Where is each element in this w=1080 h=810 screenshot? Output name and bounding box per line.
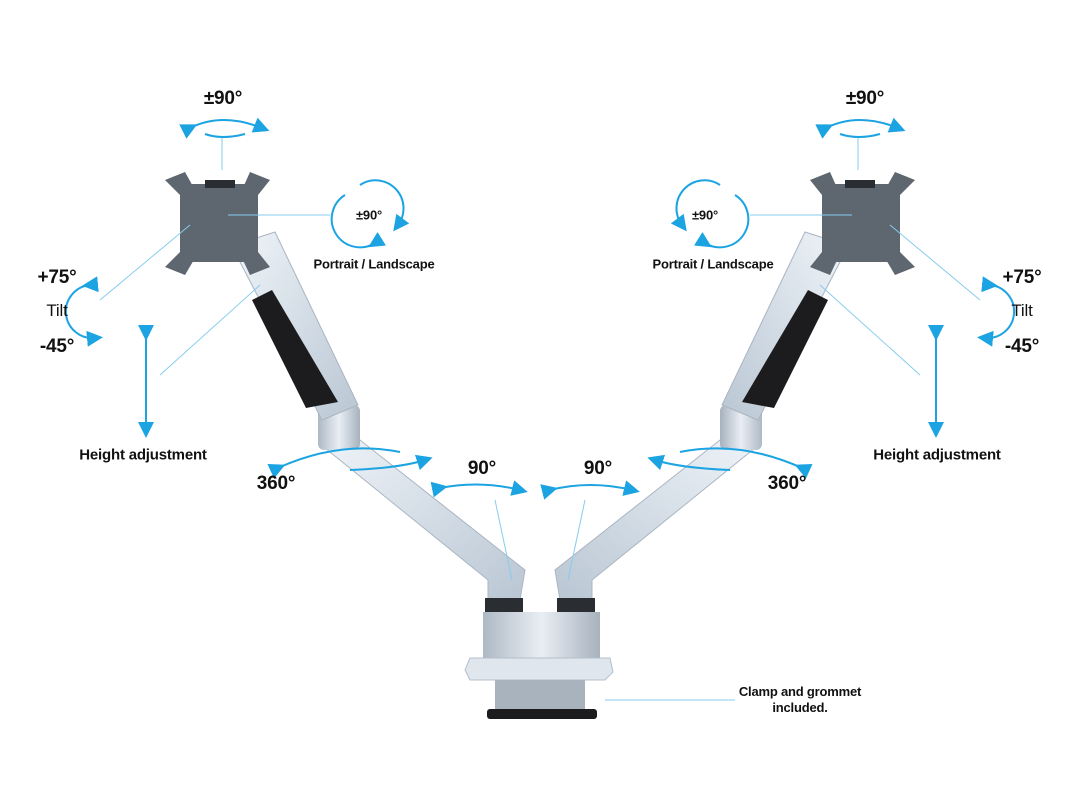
clamp bbox=[495, 680, 585, 710]
clamp-note-line1: Clamp and grommet bbox=[738, 684, 862, 699]
left-base-rotation-label: 90° bbox=[467, 458, 497, 479]
left-rotation-caption: Portrait / Landscape bbox=[313, 256, 435, 272]
motion-arrows bbox=[64, 117, 1016, 500]
left-arm bbox=[165, 172, 526, 601]
left-tilt-up-label: +75° bbox=[37, 267, 77, 288]
left-rotation-arrow bbox=[359, 179, 410, 232]
left-swivel-label: ±90° bbox=[203, 88, 243, 109]
right-360-arrow bbox=[679, 447, 813, 479]
left-tilt-arrow bbox=[64, 276, 103, 347]
right-arm-rotation-label: 360° bbox=[767, 473, 807, 494]
clamp-note-line2: included. bbox=[772, 700, 828, 715]
right-height-label: Height adjustment bbox=[873, 446, 1001, 464]
right-rotation-arrow bbox=[670, 179, 721, 232]
right-base-rotation-label: 90° bbox=[583, 458, 613, 479]
right-tilt-up-label: +75° bbox=[1002, 267, 1042, 288]
left-height-label: Height adjustment bbox=[79, 446, 207, 464]
right-vesa-plate bbox=[810, 172, 915, 275]
right-90-arrow bbox=[540, 480, 640, 500]
left-swivel-arrow bbox=[179, 117, 270, 139]
right-arm bbox=[554, 172, 915, 601]
left-90-arrow bbox=[430, 480, 528, 498]
clamp-note: Clamp and grommet included. bbox=[739, 684, 861, 716]
leader-lines bbox=[99, 138, 981, 701]
right-swivel-label: ±90° bbox=[845, 88, 885, 109]
left-vesa-plate bbox=[165, 172, 270, 275]
left-tilt-label: Tilt bbox=[46, 301, 68, 320]
right-tilt-down-label: -45° bbox=[1004, 336, 1040, 357]
desk-base bbox=[464, 598, 614, 719]
left-360-arrow bbox=[267, 447, 401, 479]
left-tilt-down-label: -45° bbox=[39, 336, 75, 357]
right-swivel-arrow bbox=[815, 117, 906, 139]
right-tilt-arrow bbox=[977, 276, 1016, 347]
left-gas-spring bbox=[252, 290, 338, 408]
left-arm-rotation-label: 360° bbox=[256, 473, 296, 494]
right-rotation-label: ±90° bbox=[692, 207, 718, 223]
clamp-foot bbox=[487, 709, 597, 719]
right-rotation-caption: Portrait / Landscape bbox=[652, 256, 774, 272]
left-rotation-label: ±90° bbox=[356, 207, 382, 223]
right-tilt-label: Tilt bbox=[1011, 301, 1033, 320]
right-gas-spring bbox=[742, 290, 828, 408]
